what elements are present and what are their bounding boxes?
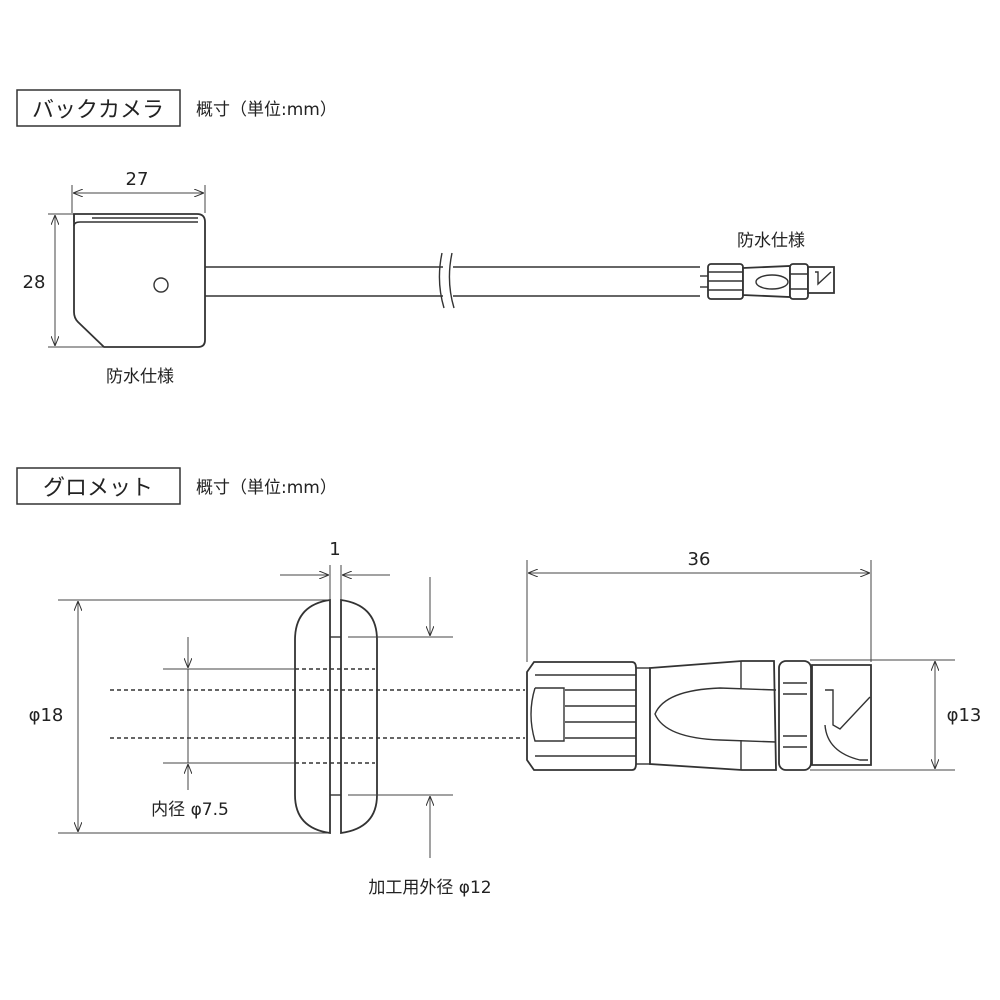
grommet-units-note: 概寸（単位:mm）	[196, 478, 337, 498]
connector-tip	[811, 664, 872, 766]
cable-break-mark	[438, 252, 455, 309]
grommet-inner-diameter-label: 内径 φ7.5	[151, 800, 229, 820]
connector-length-label: 36	[688, 549, 711, 570]
grommet-thickness-label: 1	[329, 539, 340, 560]
camera-drawing: 27 28 防水仕様 防水仕様	[23, 169, 835, 387]
camera-units-note: 概寸（単位:mm）	[196, 100, 337, 120]
camera-body	[73, 213, 206, 348]
connector-waterproof-label: 防水仕様	[737, 231, 805, 251]
camera-title: バックカメラ	[32, 98, 164, 123]
camera-connector	[700, 263, 835, 300]
grommet-outer-diameter-label: φ18	[29, 705, 64, 726]
grommet-title: グロメット	[43, 476, 153, 501]
connector-body	[649, 660, 777, 771]
grommet-right-half	[340, 598, 378, 835]
grommet-mounting-hole-label: 加工用外径 φ12	[368, 878, 491, 898]
grommet-left-half	[294, 598, 331, 835]
camera-section-header: バックカメラ 概寸（単位:mm）	[16, 89, 337, 127]
camera-lens-icon	[153, 277, 169, 293]
connector-drawing: 36 φ13	[526, 549, 982, 771]
camera-waterproof-label: 防水仕様	[106, 367, 174, 387]
camera-width-label: 27	[126, 169, 149, 190]
grommet-drawing: 1 φ18 内径 φ7.5 加工用外径 φ12	[29, 539, 525, 898]
grommet-title-box	[16, 467, 181, 505]
camera-height-label: 28	[23, 272, 46, 293]
camera-title-box	[16, 89, 181, 127]
grommet-section-header: グロメット 概寸（単位:mm）	[16, 467, 337, 505]
connector-diameter-label: φ13	[947, 705, 982, 726]
connector-nut	[526, 661, 637, 771]
connector-hex	[778, 660, 812, 771]
